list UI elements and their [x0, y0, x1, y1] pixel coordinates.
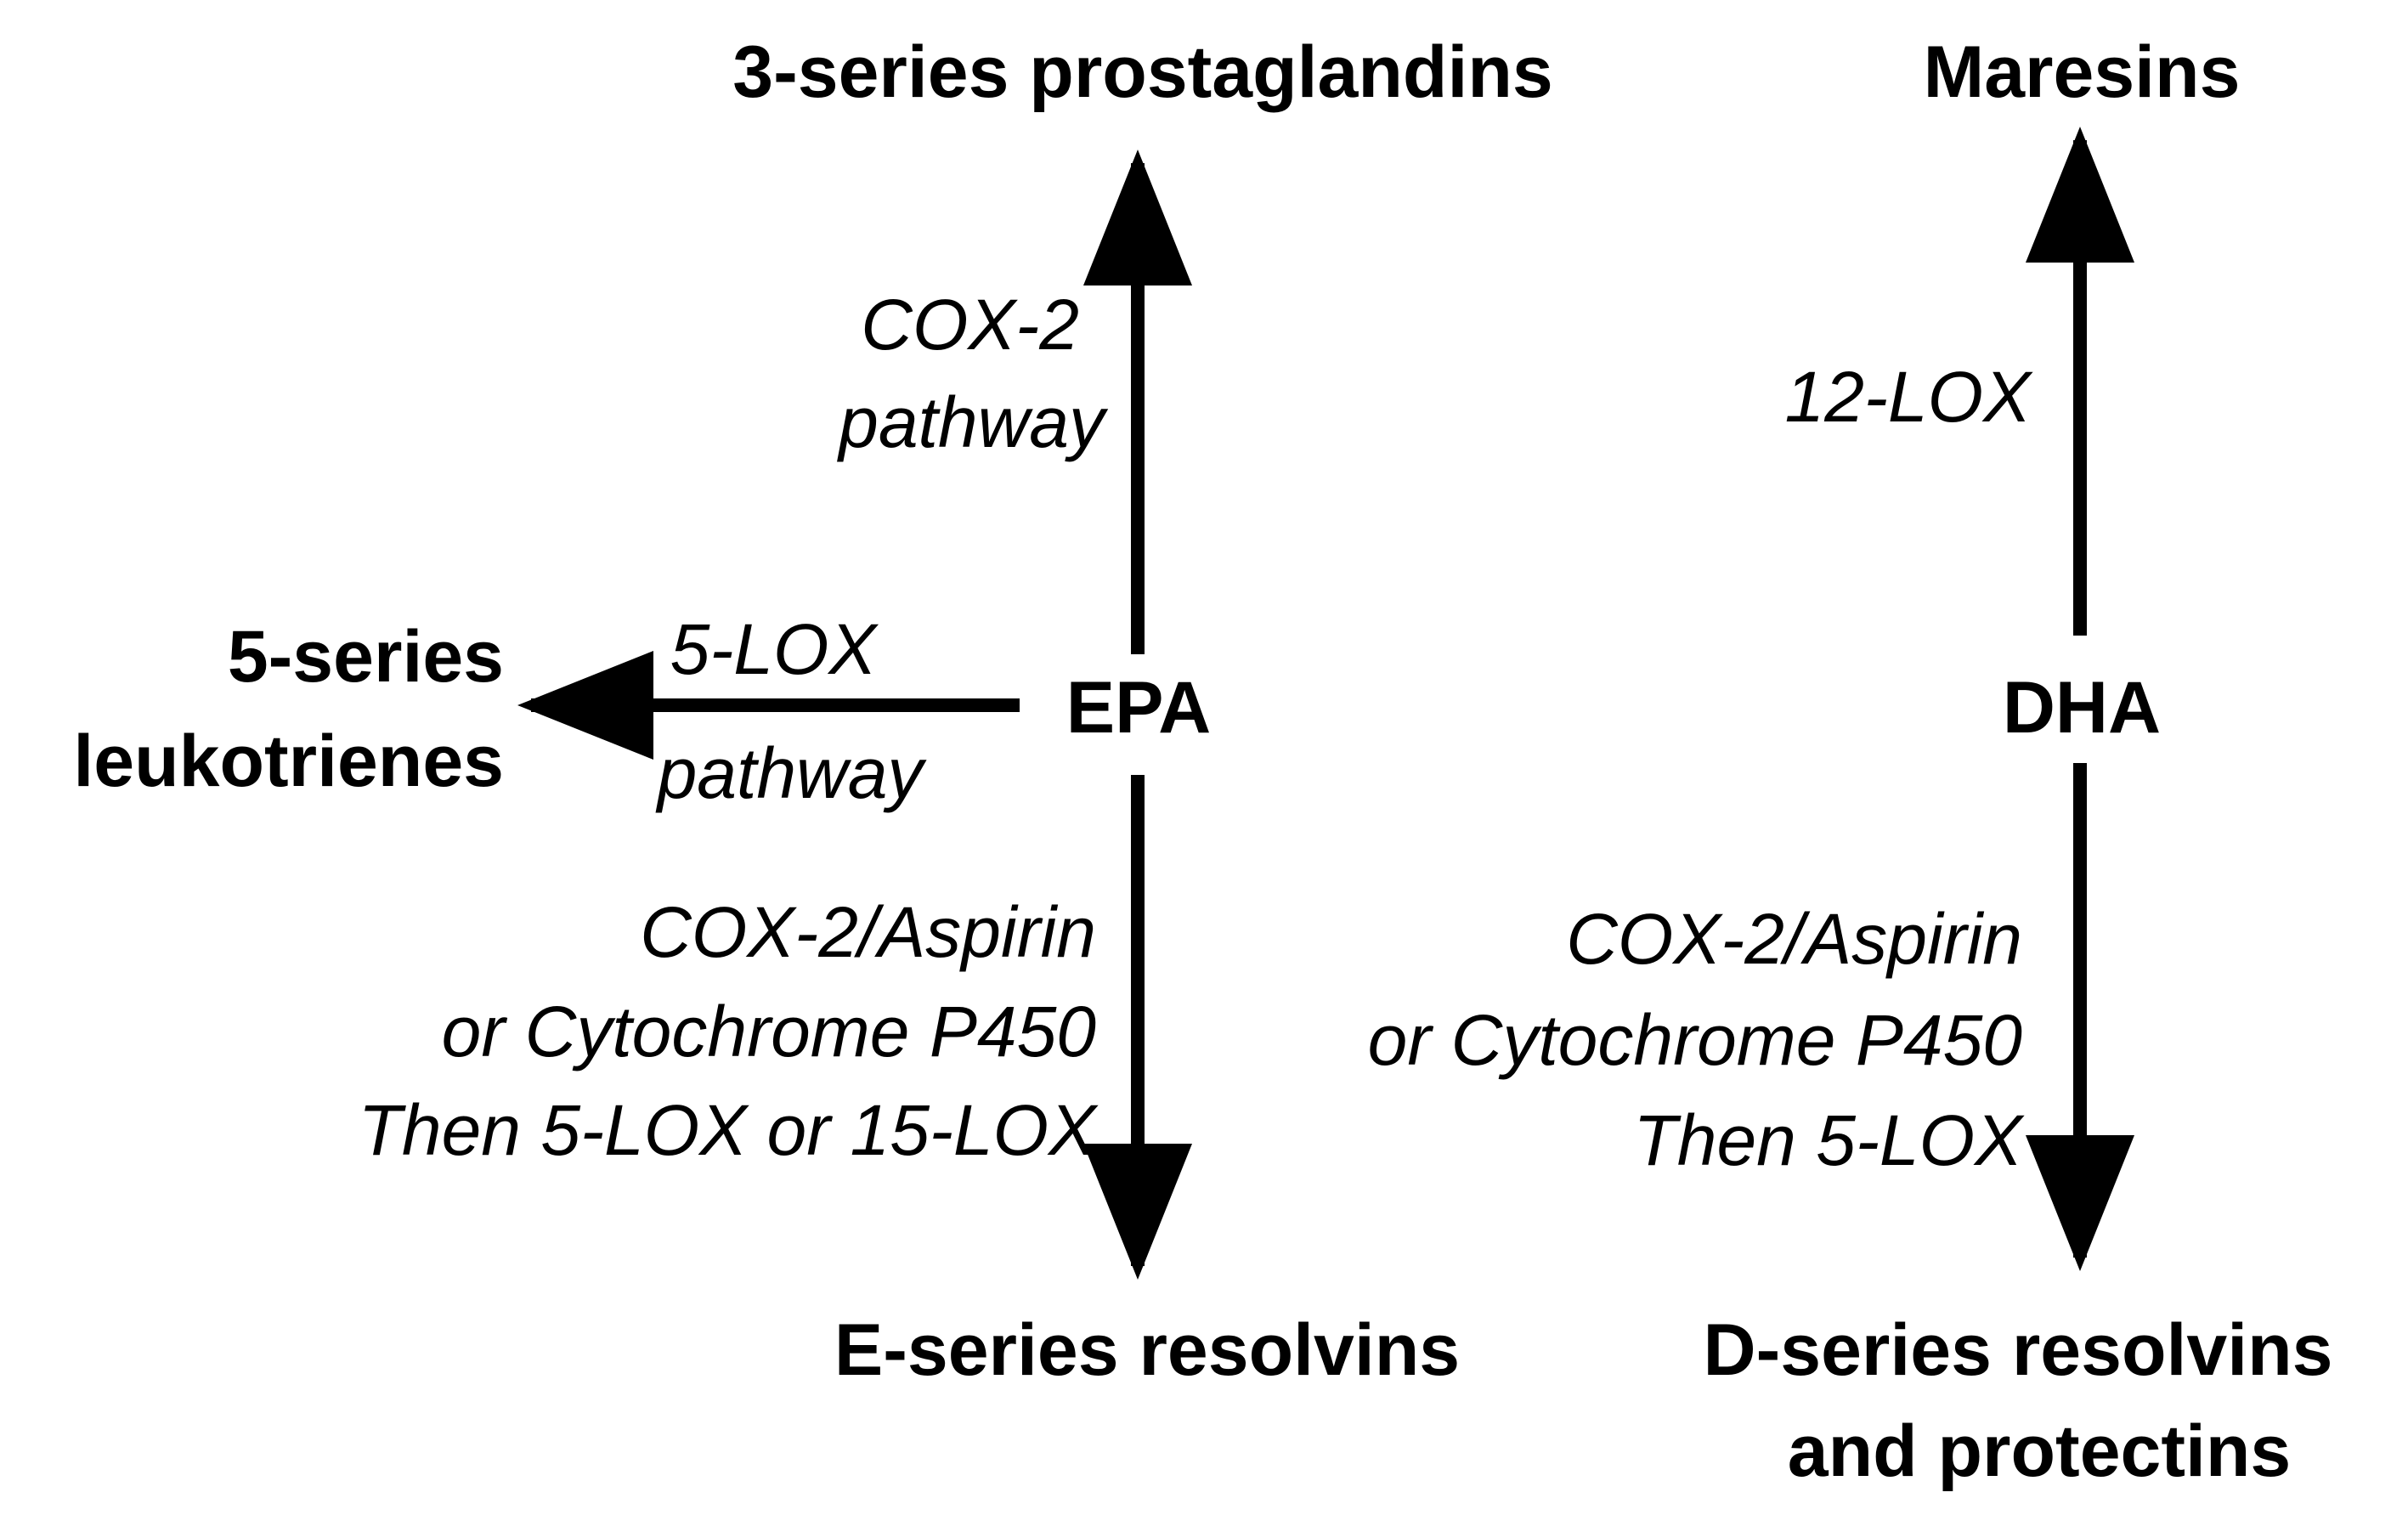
dha-resolvin-enzyme-line2: or Cytochrome P450 — [1367, 1000, 2022, 1080]
dha-resolvin-enzyme-line3: Then 5-LOX — [1633, 1100, 2022, 1180]
dha-node: DHA — [2002, 667, 2162, 749]
e-resolvins-label: E-series resolvins — [834, 1309, 1461, 1391]
epa-resolvin-enzyme-line2: or Cytochrome P450 — [441, 992, 1096, 1071]
epa-5lox-label: 5-LOX — [670, 609, 877, 689]
epa-5lox-pathway-label: pathway — [657, 733, 924, 813]
prostaglandins-label: 3-series prostaglandins — [732, 31, 1553, 113]
epa-resolvin-enzyme-line3: Then 5-LOX or 15-LOX — [358, 1090, 1096, 1170]
epa-cox2-pathway-label: pathway — [839, 382, 1105, 462]
epa-node: EPA — [1066, 667, 1212, 749]
epa-cox2-label: COX-2 — [861, 285, 1079, 365]
leukotrienes-label-line2: leukotrienes — [73, 721, 504, 802]
epa-resolvin-enzyme-line1: COX-2/Aspirin — [640, 892, 1096, 972]
dha-12lox-label: 12-LOX — [1784, 357, 2032, 437]
d-resolvins-label-line1: D-series resolvins — [1703, 1309, 2333, 1391]
d-resolvins-label-line2: and protectins — [1787, 1410, 2292, 1492]
leukotrienes-label-line1: 5-series — [227, 616, 504, 698]
dha-resolvin-enzyme-line1: COX-2/Aspirin — [1566, 899, 2022, 979]
maresins-label: Maresins — [1923, 31, 2241, 113]
